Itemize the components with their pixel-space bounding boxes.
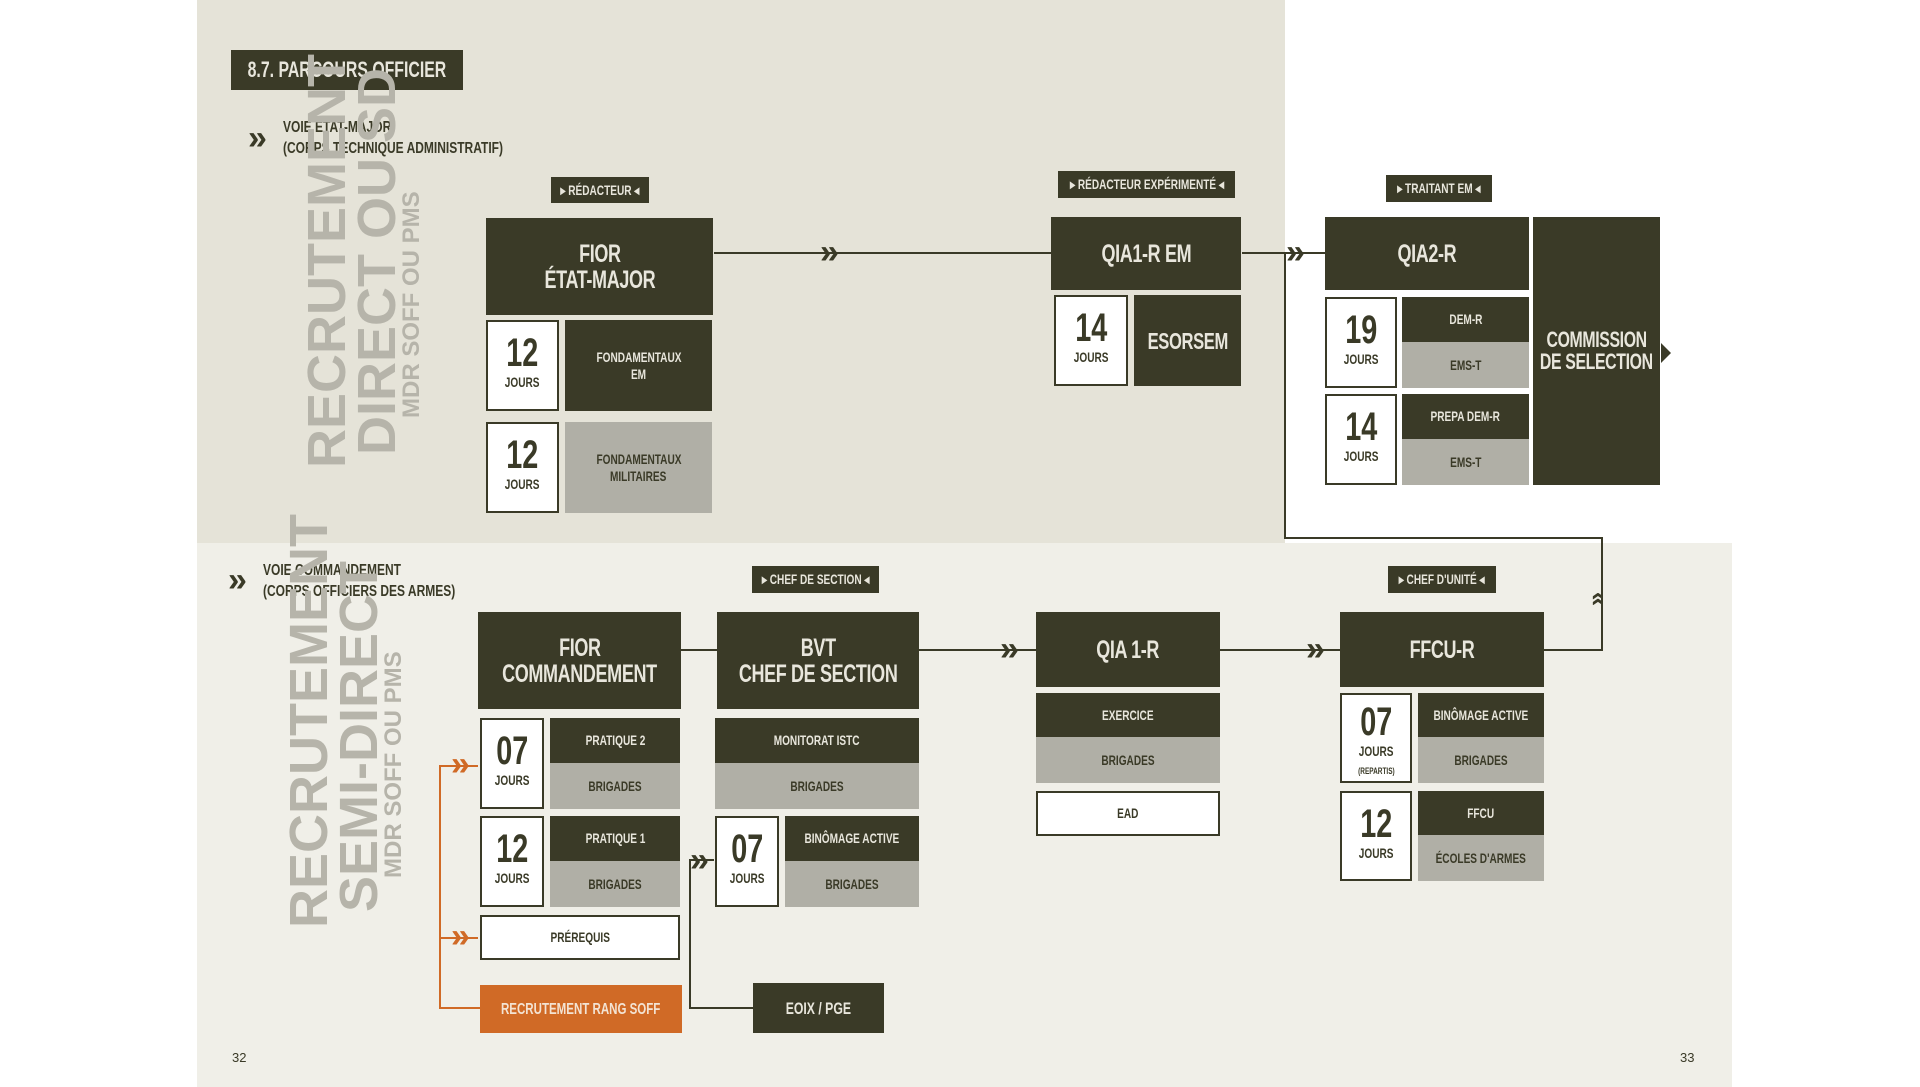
recrutement-semi-direct-label-2: SEMI-DIRECT bbox=[329, 561, 389, 912]
dem-r-box: DEM-R bbox=[1402, 297, 1529, 342]
double-chevron-right-icon: » bbox=[248, 119, 267, 157]
ffcu-box: FFCU bbox=[1418, 791, 1544, 835]
ead-box: EAD bbox=[1036, 791, 1220, 836]
section-title: 8.7. PARCOURS OFFICIER bbox=[231, 50, 463, 90]
tag-redacteur-experimente: ▸ RÉDACTEUR EXPÉRIMENTÉ ◂ bbox=[1058, 171, 1235, 198]
ffcu-r-box: FFCU-R bbox=[1340, 612, 1544, 687]
binomage-active-box: BINÔMAGE ACTIVE bbox=[1418, 693, 1544, 737]
tag-chef-unite: ▸ CHEF D'UNITÉ ◂ bbox=[1388, 566, 1496, 593]
brigades-box: BRIGADES bbox=[715, 763, 919, 809]
double-chevron-right-icon: » bbox=[1306, 630, 1325, 668]
eoix-pge-box: EOIX / PGE bbox=[753, 983, 884, 1033]
brigades-box: BRIGADES bbox=[550, 763, 680, 809]
page-number-left: 32 bbox=[232, 1050, 247, 1065]
recrutement-semi-direct-label: RECRUTEMENT bbox=[279, 514, 339, 928]
recrutement-direct-sub: MDR SOFF OU PMS bbox=[398, 191, 425, 418]
double-chevron-right-icon: » bbox=[1286, 233, 1305, 271]
qia1r-box: QIA 1-R bbox=[1036, 612, 1220, 687]
pratique-2-box: PRATIQUE 2 bbox=[550, 718, 680, 763]
double-chevron-right-icon: » bbox=[451, 917, 470, 955]
voie-etat-major-label: VOIE ÉTAT-MAJOR (CORPS TECHNIQUE ADMINIS… bbox=[283, 119, 503, 157]
brigades-box: BRIGADES bbox=[785, 861, 919, 907]
recrutement-direct-label: RECRUTEMENT bbox=[297, 54, 357, 468]
double-chevron-up-icon: » bbox=[1581, 591, 1612, 607]
prepa-dem-r-box: PREPA DEM-R bbox=[1402, 394, 1529, 439]
double-chevron-right-icon: » bbox=[451, 745, 470, 783]
ecoles-d-armes-box: ÉCOLES D'ARMES bbox=[1418, 835, 1544, 881]
brigades-box: BRIGADES bbox=[550, 861, 680, 907]
double-chevron-right-icon: » bbox=[1000, 630, 1019, 668]
exercice-box: EXERCICE bbox=[1036, 693, 1220, 737]
brigades-box: BRIGADES bbox=[1036, 737, 1220, 783]
tag-chef-de-section: ▸ CHEF DE SECTION ◂ bbox=[752, 566, 879, 593]
recrutement-semi-direct-sub: MDR SOFF OU PMS bbox=[380, 651, 407, 878]
tag-traitant-em: ▸ TRAITANT EM ◂ bbox=[1386, 175, 1492, 202]
tag-redacteur: ▸ RÉDACTEUR ◂ bbox=[551, 177, 649, 203]
pratique-1-box: PRATIQUE 1 bbox=[550, 816, 680, 861]
ems-t-box: EMS-T bbox=[1402, 439, 1529, 485]
brigades-box: BRIGADES bbox=[1418, 737, 1544, 783]
ems-t-box: EMS-T bbox=[1402, 342, 1529, 388]
voie-commandement-label: VOIE COMMANDEMENT (CORPS OFFICIERS DES A… bbox=[263, 562, 456, 600]
page-number-right: 33 bbox=[1680, 1050, 1695, 1065]
recrutement-direct-label-2: DIRECT OU SD bbox=[347, 67, 407, 455]
monitorat-istc-box: MONITORAT ISTC bbox=[715, 718, 919, 763]
double-chevron-right-icon: » bbox=[228, 561, 247, 599]
recrutement-rang-soff-box: RECRUTEMENT RANG SOFF bbox=[480, 985, 682, 1033]
double-chevron-right-icon: » bbox=[820, 233, 839, 271]
qia1r-em-box: QIA1-R EM bbox=[1051, 217, 1241, 290]
binomage-active-box: BINÔMAGE ACTIVE bbox=[785, 816, 919, 861]
double-chevron-right-icon: » bbox=[690, 841, 709, 879]
esorsem-box: ESORSEM bbox=[1134, 295, 1241, 386]
qia2r-box: QIA2-R bbox=[1325, 217, 1529, 290]
prerequis-box: PRÉREQUIS bbox=[480, 915, 680, 960]
